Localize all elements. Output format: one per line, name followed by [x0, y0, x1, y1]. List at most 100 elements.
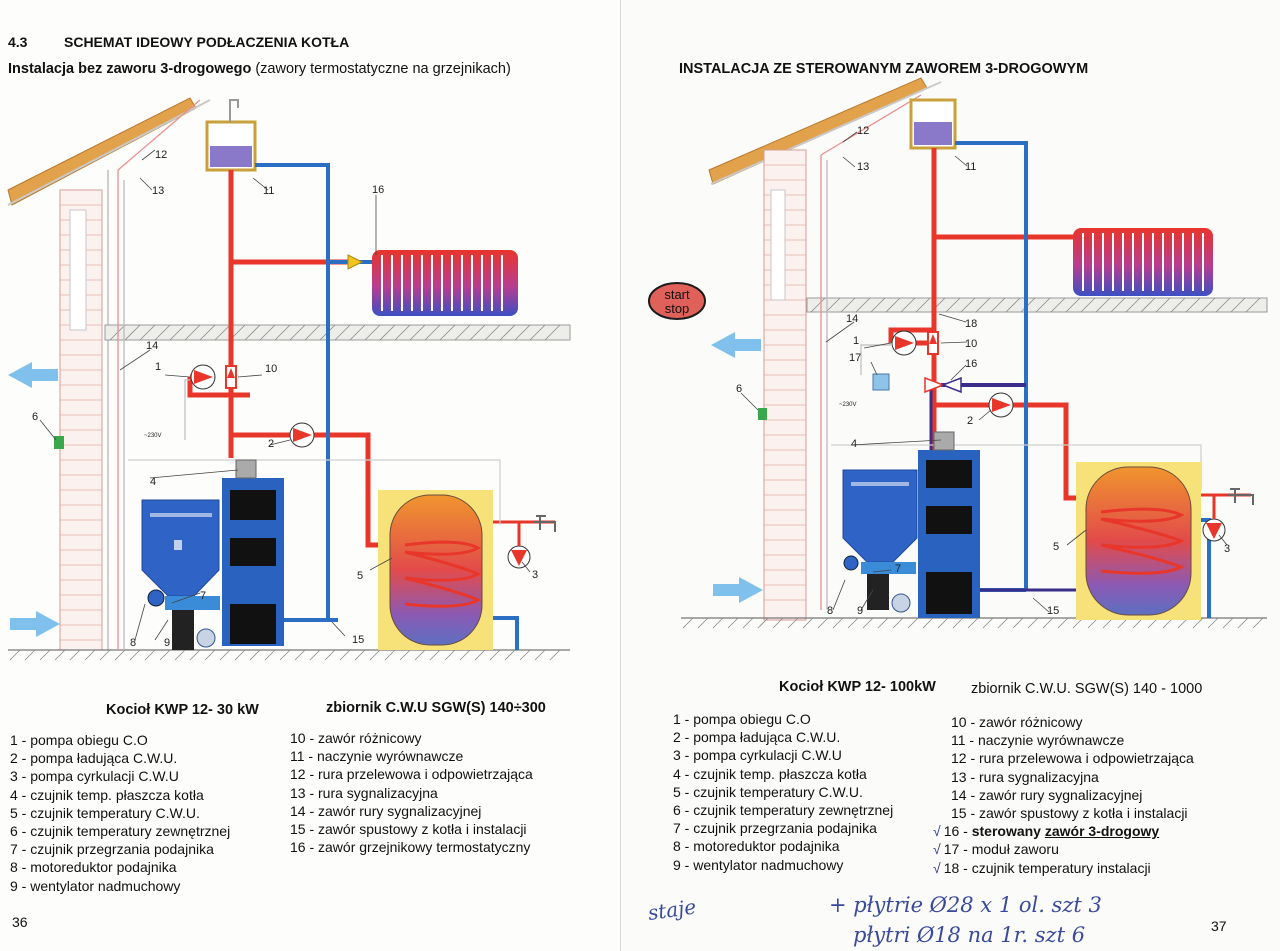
diff-valve-10 — [225, 365, 237, 389]
label-6: 6 — [32, 411, 38, 423]
legend-item-16: √16 - sterowany zawór 3-drogowy — [933, 823, 1160, 840]
legend-item: 8 - motoreduktor podajnika — [10, 859, 177, 876]
start-label: start — [664, 287, 690, 302]
section-number: 4.3 — [8, 34, 28, 50]
fuel-hopper — [842, 469, 918, 613]
pump-2 — [289, 422, 315, 448]
label-16: 16 — [965, 358, 977, 370]
label-11: 11 — [965, 161, 976, 173]
hot-water-tank — [378, 490, 493, 650]
legend-item-18: √18 - czujnik temperatury instalacji — [933, 859, 1151, 876]
legend-item: 9 - wentylator nadmuchowy — [10, 877, 181, 894]
legend-item: 4 - czujnik temp. płaszcza kotła — [673, 765, 867, 782]
left-page-number: 36 — [12, 914, 28, 930]
legend-item: 12 - rura przelewowa i odpowietrzająca — [951, 750, 1194, 767]
pump-1 — [891, 330, 917, 356]
legend-item: 3 - pompa cyrkulacji C.W.U — [10, 768, 179, 785]
radiator — [372, 250, 518, 316]
tap — [533, 515, 556, 532]
valve-module-17 — [872, 373, 890, 391]
outdoor-sensor — [758, 408, 767, 420]
label-15: 15 — [352, 634, 364, 646]
legend-item: 10 - zawór różnicowy — [290, 730, 422, 746]
brick-wall — [763, 149, 807, 621]
start-stop-button[interactable]: start stop — [648, 282, 706, 320]
legend-item: 6 - czujnik temperatury zewnętrznej — [673, 802, 894, 819]
label-16: 16 — [372, 184, 384, 196]
left-diagram: 12 13 11 16 14 1 10 2 6 4 5 3 7 8 9 15 ~… — [7, 97, 571, 661]
label-13: 13 — [857, 161, 869, 173]
legend-item-17: √17 - moduł zaworu — [933, 841, 1059, 858]
legend-item: 2 - pompa ładująca C.W.U. — [10, 750, 178, 767]
label-17: 17 — [849, 352, 861, 364]
right-legend-col1: 1 - pompa obiegu C.O 2 - pompa ładująca … — [673, 710, 893, 874]
air-in-arrow — [713, 577, 763, 603]
label-10: 10 — [265, 363, 277, 375]
check-mark: √ — [933, 823, 941, 840]
hot-water-tank — [1076, 462, 1201, 620]
label-9: 9 — [857, 605, 863, 617]
outdoor-sensor — [54, 436, 64, 449]
label-10: 10 — [965, 338, 977, 350]
left-subtitle-rest: (zawory termostatyczne na grzejnikach) — [251, 61, 511, 77]
legend-item: 2 - pompa ładująca C.W.U. — [673, 729, 841, 746]
right-page-number: 37 — [1211, 918, 1227, 934]
left-caption-tank: zbiornik C.W.U SGW(S) 140÷300 — [326, 700, 546, 716]
label-13: 13 — [152, 185, 164, 197]
label-3: 3 — [532, 569, 538, 581]
legend-item: 11 - naczynie wyrównawcze — [290, 748, 464, 765]
diff-valve-10 — [927, 331, 939, 355]
label-12: 12 — [155, 149, 167, 161]
label-7: 7 — [200, 590, 206, 602]
left-subtitle-bold: Instalacja bez zaworu 3-drogowego — [8, 61, 252, 77]
radiator — [1073, 228, 1213, 296]
legend-item: 7 - czujnik przegrzania podajnika — [673, 820, 877, 837]
legend-item: 10 - zawór różnicowy — [951, 714, 1083, 730]
legend-item: 1 - pompa obiegu C.O — [10, 732, 148, 748]
boiler — [918, 431, 980, 618]
heat-out-arrow — [711, 332, 761, 358]
roof — [7, 97, 197, 206]
handwriting-note-1: staje — [646, 894, 697, 924]
left-legend-col1: 1 - pompa obiegu C.O 2 - pompa ładująca … — [10, 731, 230, 895]
diagram-labels: 12 13 11 14 18 1 10 17 16 2 6 4 5 3 7 8 … — [736, 125, 1230, 617]
thermostatic-valve-16 — [347, 254, 364, 270]
diagram-labels: 12 13 11 16 14 1 10 2 6 4 5 3 7 8 9 15 ~… — [32, 149, 538, 649]
label-5: 5 — [1053, 541, 1059, 553]
label-15: 15 — [1047, 605, 1059, 617]
left-subtitle: Instalacja bez zaworu 3-drogowego (zawor… — [8, 61, 511, 77]
label-230v: ~230V — [839, 402, 857, 408]
pump-1 — [190, 364, 216, 390]
handwriting-note-3: płytri Ø18 na 1r. szt 6 — [853, 923, 1085, 947]
legend-item: 6 - czujnik temperatury zewnętrznej — [10, 823, 231, 840]
right-caption-boiler: Kocioł KWP 12- 100kW — [779, 679, 936, 695]
floor-slab — [104, 324, 571, 341]
legend-item: 13 - rura sygnalizacyjna — [290, 784, 438, 801]
expansion-vessel-water — [210, 146, 252, 167]
label-6: 6 — [736, 383, 742, 395]
check-mark: √ — [933, 859, 941, 876]
label-7: 7 — [895, 563, 901, 575]
left-caption-boiler: Kocioł KWP 12- 30 kW — [106, 702, 259, 718]
legend-item: 7 - czujnik przegrzania podajnika — [10, 841, 214, 858]
label-3: 3 — [1224, 543, 1230, 555]
legend-item: 12 - rura przelewowa i odpowietrzająca — [290, 766, 533, 783]
left-legend-col2: 10 - zawór różnicowy 11 - naczynie wyrów… — [290, 729, 533, 856]
label-18: 18 — [965, 318, 977, 330]
window — [69, 209, 87, 331]
right-legend-col2: 10 - zawór różnicowy 11 - naczynie wyrów… — [933, 713, 1194, 877]
label-2: 2 — [967, 415, 973, 427]
label-14: 14 — [146, 340, 158, 352]
label-1: 1 — [155, 361, 161, 373]
legend-item: 15 - zawór spustowy z kotła i instalacji — [951, 805, 1188, 822]
right-caption-tank: zbiornik C.W.U. SGW(S) 140 - 1000 — [971, 681, 1203, 697]
handwritten-notes: staje + płytrie Ø28 x 1 ol. szt 3 płytri… — [646, 893, 1102, 947]
section-title: SCHEMAT IDEOWY PODŁACZENIA KOTŁA — [64, 34, 350, 50]
heat-out-arrow — [8, 362, 58, 388]
tap — [1227, 488, 1254, 505]
right-page: INSTALACJA ZE STEROWANYM ZAWOREM 3-DROGO… — [620, 0, 1280, 951]
label-230v: ~230V — [144, 433, 162, 439]
stop-label: stop — [665, 301, 690, 316]
legend-item: 4 - czujnik temp. płaszcza kotła — [10, 786, 204, 803]
handwriting-note-2: + płytrie Ø28 x 1 ol. szt 3 — [829, 893, 1102, 917]
